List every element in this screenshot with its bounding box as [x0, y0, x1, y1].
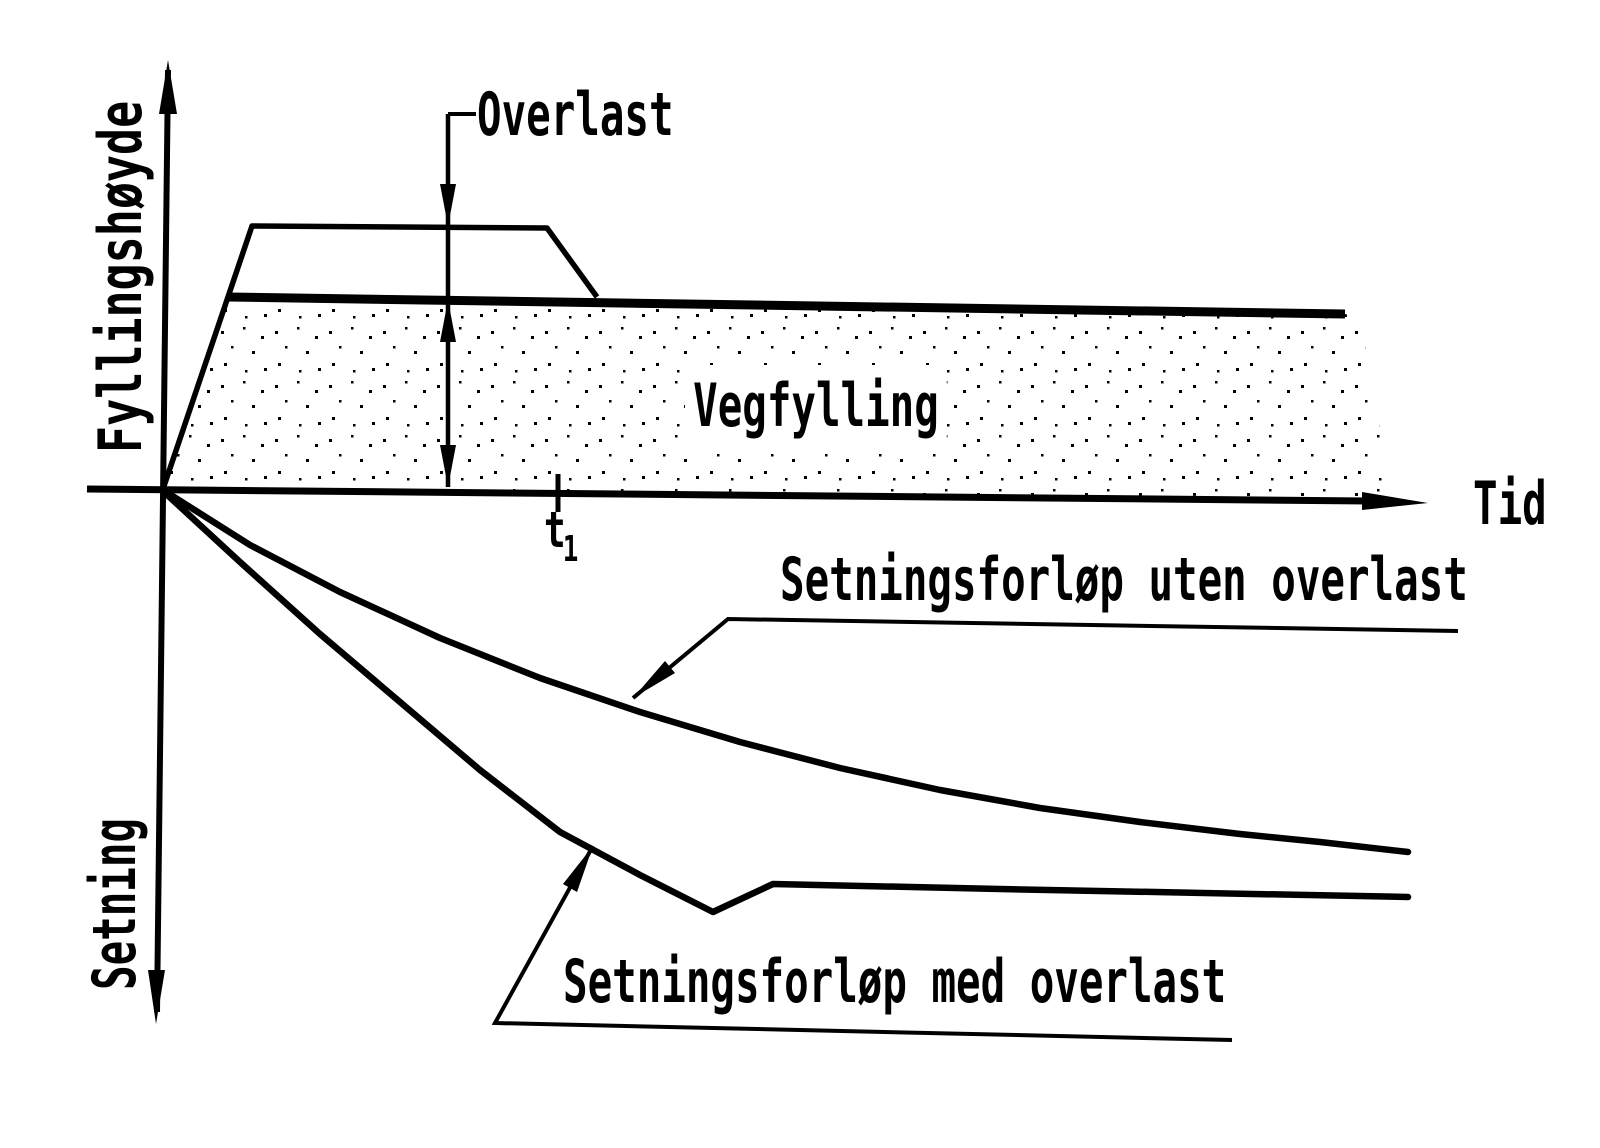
t1-tick-label: t1: [544, 505, 581, 568]
fill-height-up-arrow-icon: [440, 300, 456, 342]
curve-med-label: Setningsforløp med overlast: [563, 947, 1227, 1017]
overlast-outline: [160, 223, 600, 490]
x-axis-arrow-icon: [1362, 492, 1428, 510]
fill-top-line: [227, 292, 1346, 319]
t1-tick-letter: t: [544, 501, 566, 559]
y-axis-up-arrow-icon: [159, 60, 177, 114]
med-leader-line: [491, 845, 1233, 1042]
med-leader-arrow-icon: [563, 846, 593, 892]
x-axis-label: Tid: [1473, 469, 1547, 539]
y-axis-lower-label: Setning: [80, 818, 150, 990]
y-axis-upper-label: Fyllingshøyde: [86, 100, 156, 453]
y-axis-line: [154, 69, 171, 1013]
uten-leader-arrow-icon: [633, 661, 675, 698]
t1-tick-subscript: 1: [562, 529, 579, 570]
curve-med-overlast: [159, 487, 1412, 916]
fill-height-down-arrow-icon: [440, 445, 456, 487]
y-axis-down-arrow-icon: [148, 970, 165, 1024]
x-axis-line: [86, 485, 1369, 505]
overlast-dim-down-arrow-icon: [440, 184, 456, 226]
uten-leader-line: [631, 616, 1459, 700]
curve-uten-overlast: [159, 486, 1412, 856]
curve-uten-label: Setningsforløp uten overlast: [780, 545, 1468, 615]
overlast-label: Overlast: [477, 80, 674, 150]
vegfylling-label: Vegfylling: [685, 365, 947, 448]
